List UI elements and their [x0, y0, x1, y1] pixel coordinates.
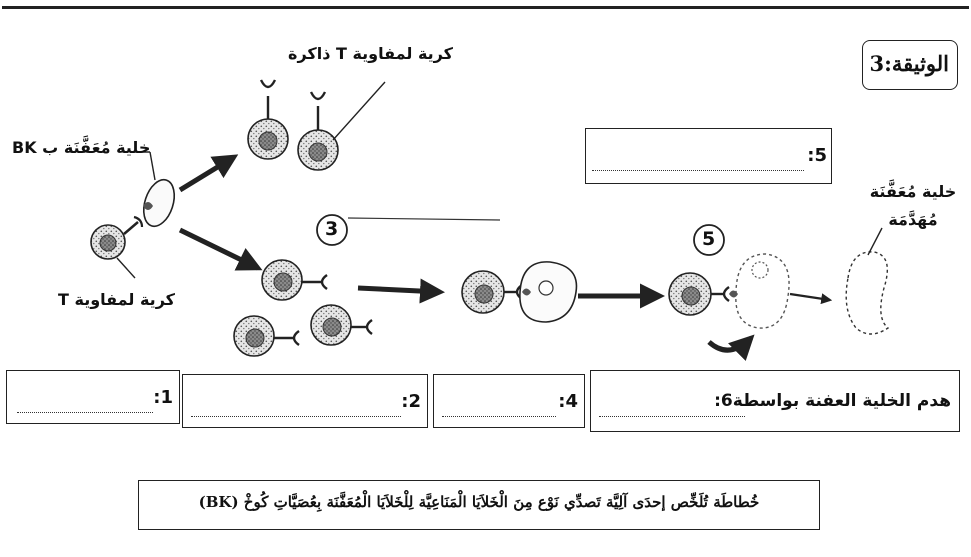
- curved-arrow: [707, 334, 755, 361]
- answer-2-label: :2: [401, 391, 421, 412]
- arrow-to-memory: [178, 154, 239, 193]
- answer-4-label: :4: [558, 391, 578, 412]
- memory-t-cell: [247, 79, 289, 160]
- arrow-to-effector: [178, 227, 263, 271]
- memory-t-label: كرية لمفاوية T ذاكرة: [288, 44, 453, 63]
- t-lymphocyte-label: كرية لمفاوية T: [58, 290, 175, 309]
- caption-box: خُطاطَة تُلَخِّص إحدَى آلِيَّة تَصدِّي ن…: [138, 480, 820, 530]
- t-cell-destroying: [668, 272, 738, 316]
- t-cell-contact: [461, 270, 523, 314]
- answer-box-1[interactable]: :1: [6, 370, 180, 424]
- destroyed-pointer: [867, 227, 883, 256]
- blank-line-3: [347, 217, 501, 221]
- step-3-number: 3: [325, 218, 339, 240]
- arrow-to-destroyed: [789, 292, 833, 305]
- effector-t-cell: [233, 315, 300, 357]
- answer-box-5[interactable]: :5: [585, 128, 832, 184]
- arrow-to-contact: [357, 278, 445, 304]
- memory-pointer: [332, 81, 386, 141]
- destroyed-cell-label: خلية مُعَفَّنَة مُهَدَّمَة: [869, 182, 957, 229]
- t-lymphocyte-initial: [90, 215, 144, 260]
- infected-cell-lysing: [735, 253, 790, 329]
- step-5-marker: [693, 224, 725, 256]
- infected-cell-initial: [142, 178, 176, 228]
- answer-box-4[interactable]: :4: [433, 374, 585, 428]
- answer-5-label: :5: [807, 145, 827, 166]
- answer-1-label: :1: [153, 387, 173, 408]
- answer-box-6[interactable]: هدم الخلية العفنة بواسطة6:: [590, 370, 960, 432]
- memory-t-cell: [297, 91, 339, 171]
- step-5-number: 5: [702, 228, 716, 250]
- effector-t-cell: [310, 304, 373, 346]
- effector-t-cell: [261, 259, 328, 301]
- infected-cell-contact: [519, 261, 578, 323]
- document-title: الوثيقة:3: [869, 51, 949, 76]
- document-frame: [2, 6, 969, 557]
- destroyed-cell: [845, 251, 890, 335]
- answer-6-label: هدم الخلية العفنة بواسطة6:: [714, 391, 951, 411]
- answer-box-2[interactable]: :2: [182, 374, 428, 428]
- step-3-marker: [316, 214, 348, 246]
- document-title-box: الوثيقة:3: [862, 40, 958, 90]
- infected-cell-label: خلية مُعَفَّنَة ب BK: [12, 138, 151, 157]
- caption-text: خُطاطَة تُلَخِّص إحدَى آلِيَّة تَصدِّي ن…: [198, 493, 760, 511]
